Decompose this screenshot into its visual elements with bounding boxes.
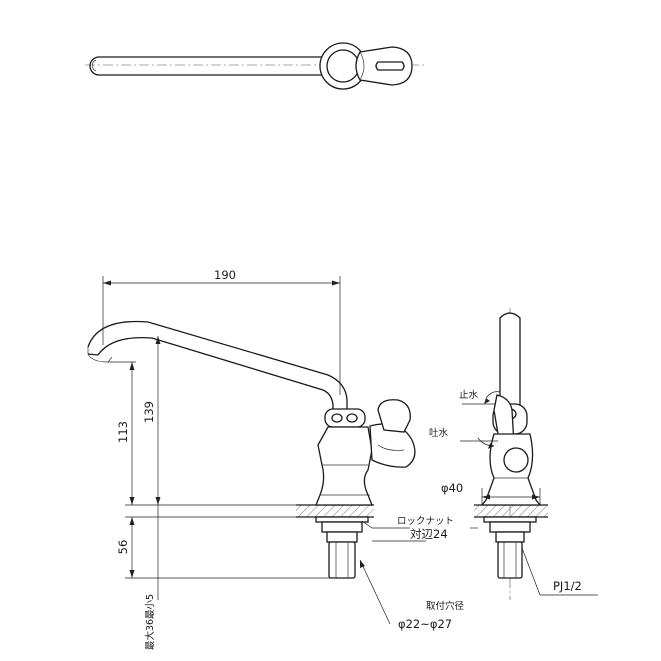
dim-outlet-height: 113 — [116, 421, 130, 443]
label-discharge-water: 吐水 — [429, 427, 449, 439]
label-thread: PJ1/2 — [553, 579, 582, 593]
callout-labels: 止水 吐水 ロックナット 対辺24 PJ1/2 取付穴径 φ22~φ27 — [397, 389, 582, 631]
dim-counter-thickness: 最大36最小5 — [144, 594, 156, 650]
top-view — [85, 42, 425, 90]
side-view — [474, 308, 548, 600]
dimension-lines — [102, 276, 598, 625]
label-mount-hole: 取付穴径 — [426, 600, 465, 612]
label-mount-hole-range: φ22~φ27 — [398, 617, 452, 631]
label-stop-water: 止水 — [459, 389, 479, 401]
dim-body-diameter: φ40 — [441, 481, 463, 495]
counter-hatch-side — [474, 505, 548, 517]
label-lock-nut-size: 対辺24 — [410, 527, 448, 541]
front-view — [87, 320, 416, 579]
dim-total-height: 139 — [142, 401, 156, 423]
dim-spout-reach: 190 — [214, 268, 236, 282]
dimension-text: 190 113 139 56 最大36最小5 φ40 — [116, 268, 463, 650]
label-lock-nut: ロックナット — [397, 516, 454, 527]
dim-base-height: 56 — [116, 540, 130, 555]
counter-hatch — [296, 505, 374, 517]
